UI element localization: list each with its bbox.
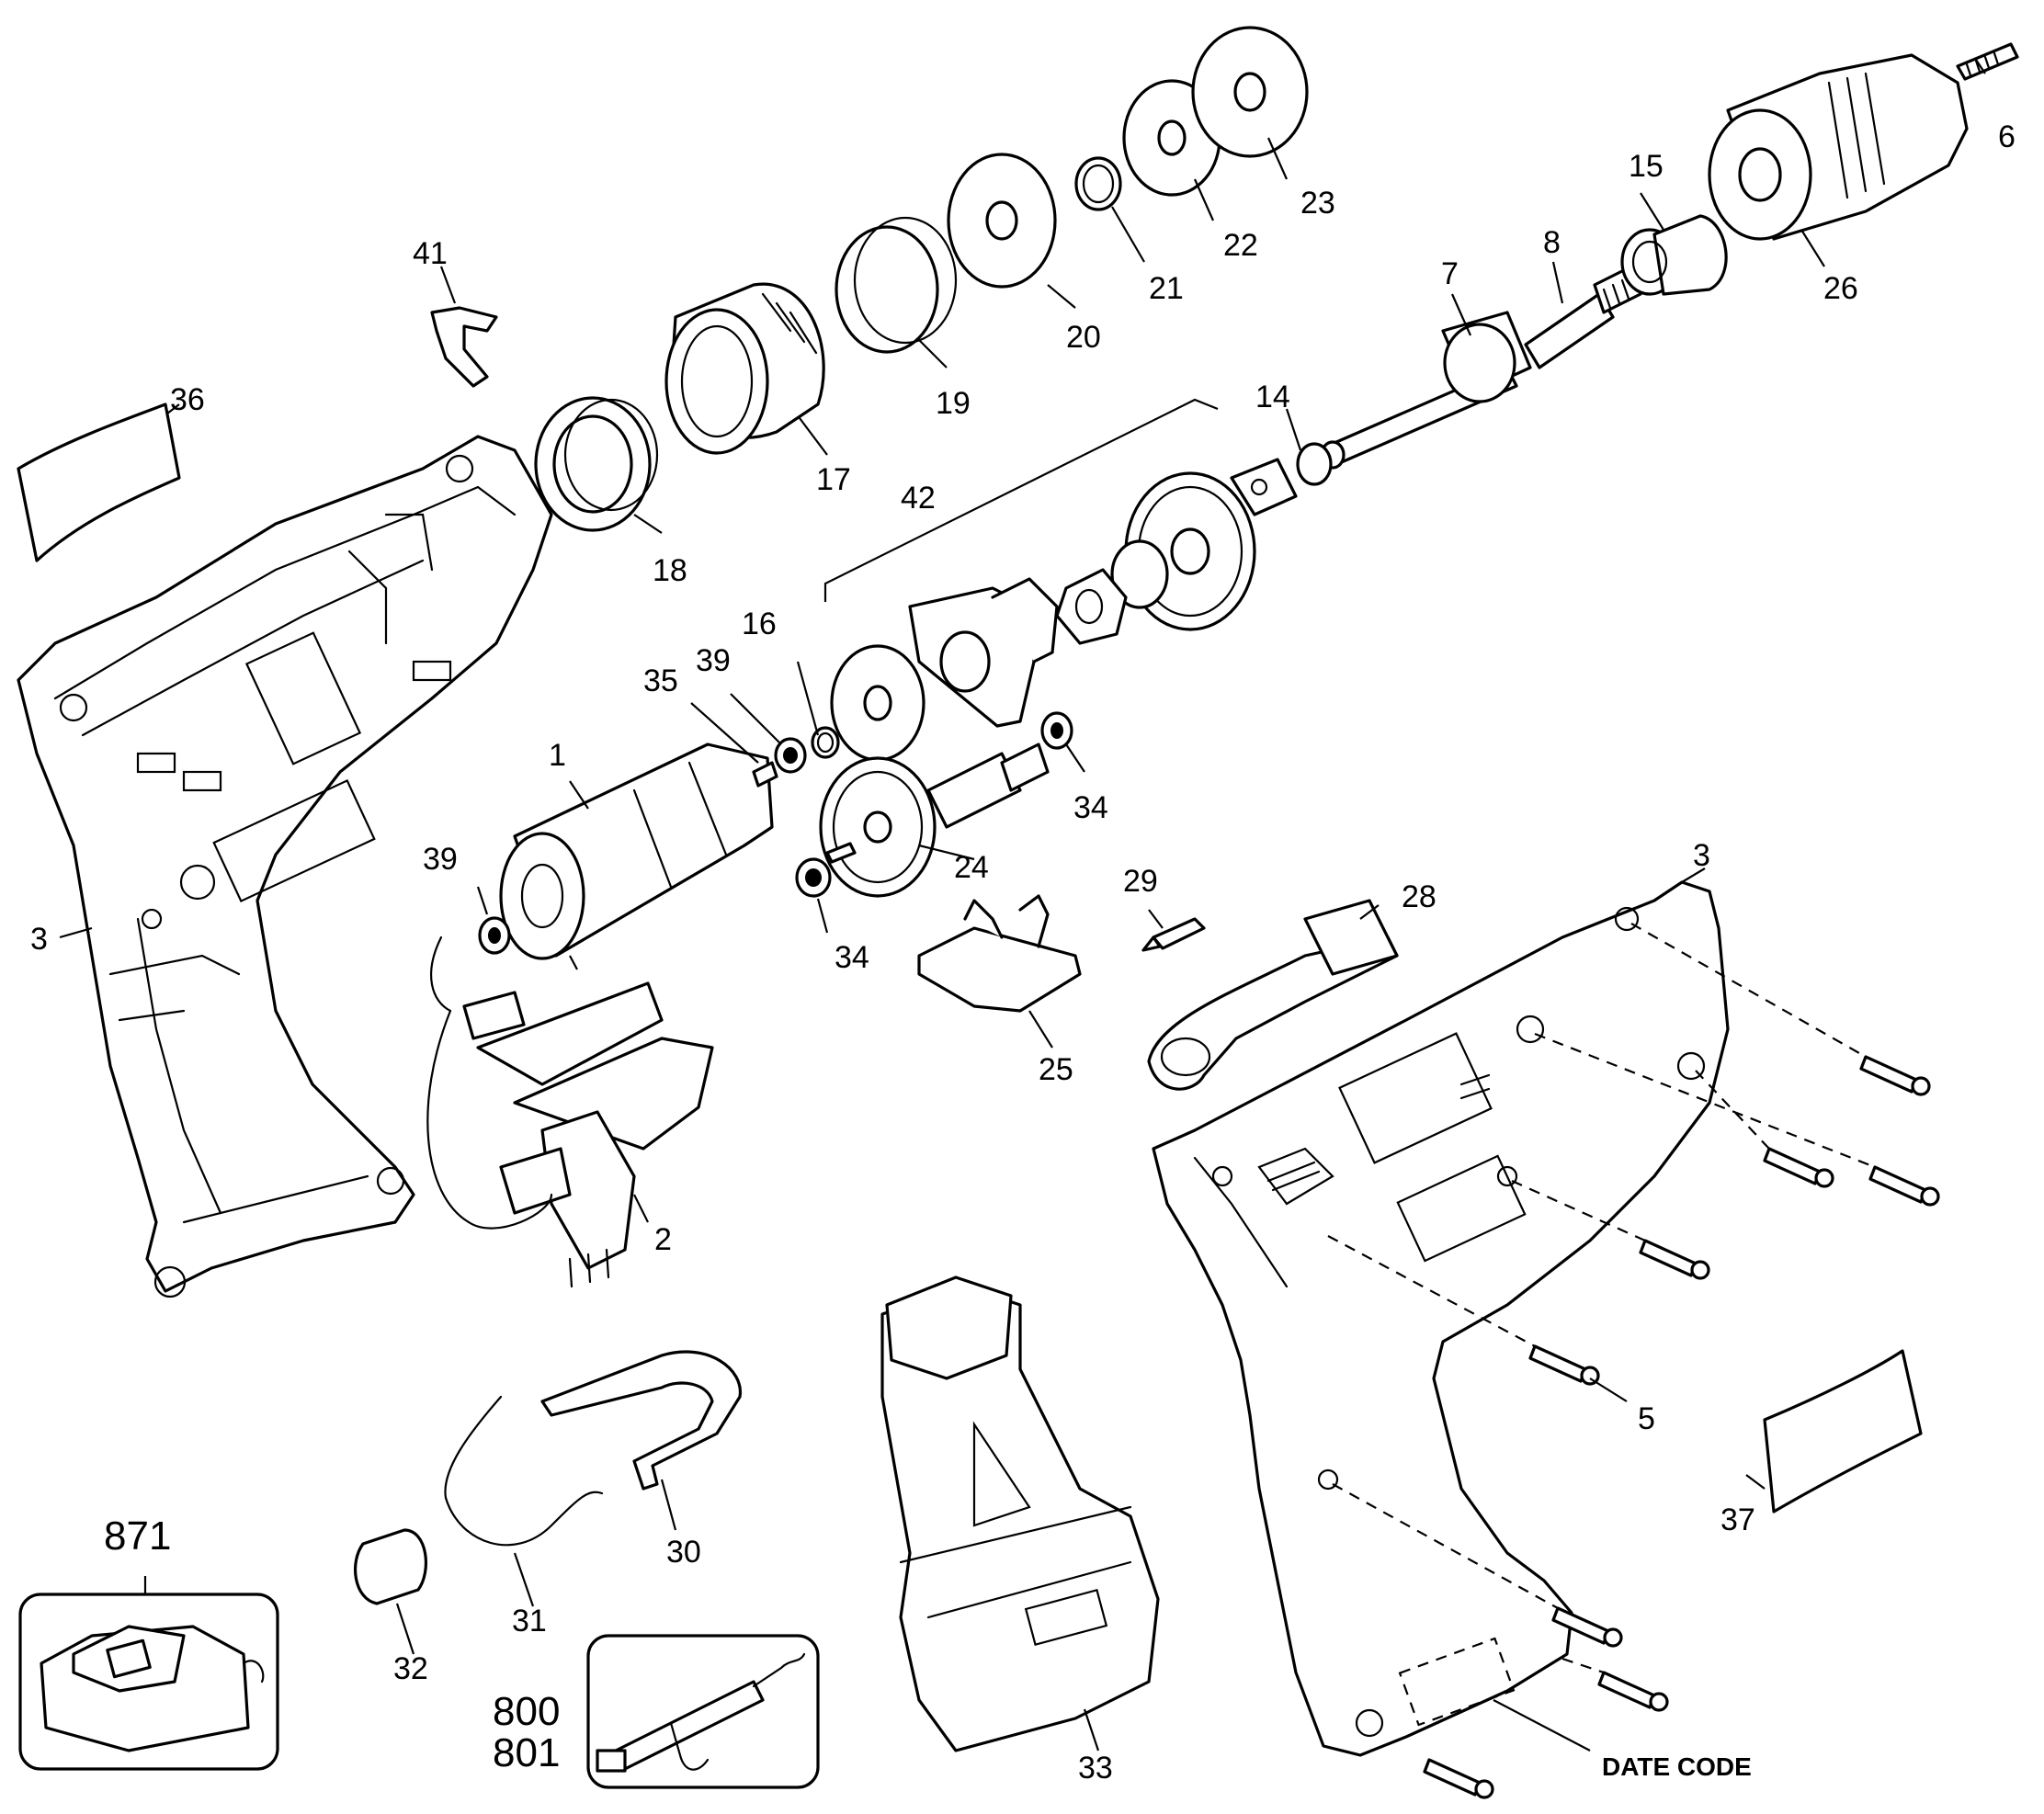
callout-34a: 34 (1073, 790, 1108, 825)
callout-15: 15 (1629, 149, 1664, 184)
callout-17: 17 (816, 462, 851, 497)
battery-pack-33 (880, 1275, 1160, 1752)
right-housing-half (1152, 880, 1730, 1757)
callout-16: 16 (742, 607, 777, 641)
callout-28: 28 (1402, 879, 1436, 914)
sleeve-15 (1620, 214, 1728, 296)
callout-20: 20 (1066, 320, 1101, 355)
callout-14: 14 (1255, 380, 1290, 414)
callout-34b: 34 (835, 940, 869, 975)
washer-20 (947, 153, 1057, 289)
callout-26: 26 (1823, 271, 1858, 306)
callout-7: 7 (1441, 256, 1459, 291)
button-32 (354, 1528, 427, 1605)
callout-41: 41 (413, 236, 448, 271)
callout-23: 23 (1300, 186, 1335, 221)
spring-19 (835, 216, 958, 354)
spindle-assembly-7-8 (1320, 265, 1642, 470)
date-code-label: DATE CODE (1602, 1752, 1752, 1781)
gear-42d (830, 644, 925, 762)
bearing-34-lower (795, 857, 832, 898)
spring-clip-30 (540, 1350, 742, 1491)
callout-6: 6 (1998, 119, 2016, 154)
callout-36: 36 (170, 382, 205, 417)
screw (1423, 1758, 1494, 1799)
callout-22: 22 (1223, 228, 1258, 263)
gear-24 (819, 743, 1050, 898)
callout-35: 35 (643, 663, 678, 698)
callout-24: 24 (954, 850, 989, 885)
left-housing-half (17, 435, 553, 1298)
bit-holder-28 (1147, 899, 1399, 1091)
clutch-collar-17 (664, 282, 825, 455)
callout-1: 1 (549, 738, 566, 773)
callout-871: 871 (104, 1514, 171, 1559)
screw (1763, 1147, 1834, 1188)
callout-37: 37 (1720, 1502, 1755, 1537)
ring-16 (811, 726, 840, 759)
callout-3a: 3 (30, 922, 48, 957)
label-plate-36 (17, 402, 181, 562)
callout-2: 2 (654, 1222, 672, 1257)
screw (1639, 1239, 1710, 1280)
bearing-14 (1230, 442, 1333, 516)
callout-30: 30 (666, 1535, 701, 1570)
callout-18: 18 (653, 553, 687, 588)
callout-42: 42 (901, 481, 936, 516)
bracket-42 (823, 398, 1219, 602)
screw (1597, 1671, 1669, 1712)
screw-6 (1956, 42, 2019, 81)
callout-800: 800 (493, 1689, 560, 1734)
callout-39a: 39 (696, 643, 731, 678)
label-plate-37 (1763, 1349, 1923, 1514)
callout-31: 31 (512, 1604, 547, 1638)
screw (1868, 1165, 1940, 1207)
screw-alignment-lines (1327, 923, 1876, 1674)
callout-3b: 3 (1693, 838, 1710, 873)
charger-871 (18, 1593, 279, 1771)
ring-gear-18 (534, 396, 659, 532)
cord-set-800-801 (586, 1634, 820, 1789)
screw-set-5 (1423, 1055, 1940, 1799)
callout-8: 8 (1543, 225, 1561, 260)
callout-5: 5 (1638, 1401, 1655, 1436)
callout-32: 32 (393, 1651, 428, 1686)
bearing-39-lower (478, 916, 511, 955)
screw (1551, 1606, 1623, 1648)
clip-41 (430, 306, 498, 388)
screw (1528, 1344, 1600, 1386)
clip-ring-21 (1074, 156, 1122, 211)
callout-33: 33 (1078, 1751, 1113, 1786)
motor-1 (499, 743, 778, 970)
callout-25: 25 (1039, 1052, 1073, 1087)
bracket-25 (917, 894, 1082, 1013)
bit-29 (1141, 917, 1206, 952)
spring-wire-31 (444, 1395, 604, 1547)
callout-19: 19 (936, 386, 971, 421)
bearing-34-upper (1040, 711, 1073, 750)
chuck-26 (1708, 53, 1969, 241)
callout-29: 29 (1123, 864, 1158, 899)
cover-disc-23 (1191, 26, 1309, 158)
callout-801: 801 (493, 1730, 560, 1775)
callout-21: 21 (1149, 271, 1184, 306)
callout-labels: 6 15 8 7 26 23 22 21 20 19 17 18 41 36 1… (30, 119, 2016, 1786)
gear-large-42a (1110, 471, 1256, 631)
screw (1859, 1055, 1931, 1096)
gear-housing-42c (908, 577, 1059, 728)
switch-2 (426, 935, 714, 1288)
callout-39b: 39 (423, 842, 458, 877)
leader-lines (59, 59, 1986, 1752)
bearing-39-upper (774, 737, 807, 774)
